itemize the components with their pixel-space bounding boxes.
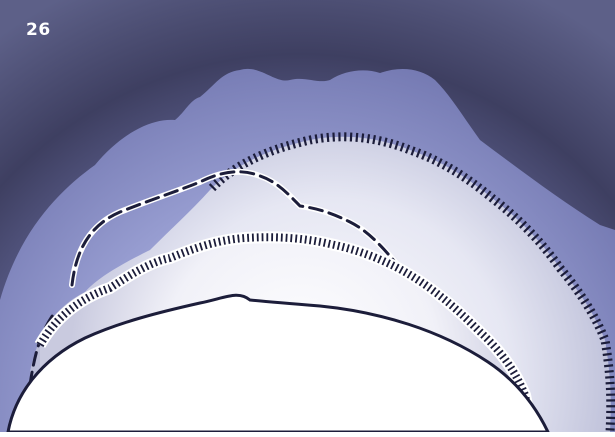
figure-number: 26 <box>26 20 51 40</box>
